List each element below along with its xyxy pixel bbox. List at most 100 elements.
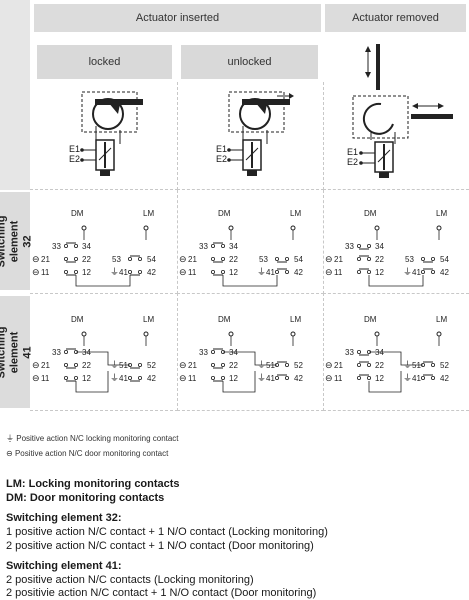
se32-locked-c33-pin-b [74, 243, 79, 248]
legend-door: ⊖ Positive action N/C door monitoring co… [6, 449, 168, 458]
se32-unlocked-n22: 22 [229, 255, 238, 264]
header-actuator-removed-label: Actuator removed [352, 12, 439, 24]
se32-removed-c33-pin-b [366, 243, 371, 248]
se41-cell-unlocked [177, 293, 324, 411]
se41-locked-c11-pin-a [64, 375, 69, 380]
locking-contact-icon: ⏚ [6, 434, 14, 443]
coil-e1-removed: E1 [347, 147, 359, 157]
se41-unlocked-n12: 12 [229, 374, 238, 383]
se32-removed-c41-pin-b [430, 269, 435, 274]
se41-locked-n21: 21 [41, 361, 50, 370]
se41-unlocked-c51-pin-b [284, 362, 289, 367]
se32-removed-lm-label: LM [436, 209, 447, 218]
coil-e1-locked: E1 [69, 144, 81, 154]
legend-locking: ⏚ Positive action N/C locking monitoring… [6, 433, 179, 444]
se32-locked-n22: 22 [82, 255, 91, 264]
se32-locked-n11: 11 [41, 268, 50, 277]
se41-unlocked-c21-pin-b [220, 362, 225, 367]
se41-locked-n12: 12 [82, 374, 91, 383]
se41-unlocked-n11: 11 [188, 374, 197, 383]
se41-removed-c41-pin-b [430, 375, 435, 380]
se32-removed-dm-label: DM [364, 209, 377, 218]
se41-locked-c11-pin-b [74, 375, 79, 380]
se32-locked-n21: 21 [41, 255, 50, 264]
se41-unlocked-n42: 42 [294, 374, 303, 383]
legend-locking-text: Positive action N/C locking monitoring c… [16, 434, 179, 443]
se41-removed-door-icon-11: ⊖ [325, 373, 333, 383]
se41-unlocked-lock-icon-41: ⏚ [257, 373, 266, 383]
se32-line1: 1 positive action N/C contact + 1 N/O co… [6, 526, 328, 538]
se41-locked-c21-pin-b [74, 362, 79, 367]
se32-locked-c11-pin-a [64, 269, 69, 274]
se41-unlocked-c11-pin-a [210, 375, 215, 380]
se41-locked-link-wire-bottom [75, 371, 109, 393]
se41-line2: 2 positivie action N/C contact + 1 N/O c… [6, 587, 317, 599]
se32-locked-lm-label: LM [143, 209, 154, 218]
se41-unlocked-door-icon-11: ⊖ [179, 373, 187, 383]
se41-unlocked-n52: 52 [294, 361, 303, 370]
se41-locked-n33: 33 [52, 348, 61, 357]
se41-removed-c33-pin-a [356, 349, 361, 354]
se32-unlocked-n41: 41 [266, 268, 275, 277]
header-actuator-inserted-label: Actuator inserted [135, 12, 220, 24]
se32-locked-c11-pin-b [74, 269, 79, 274]
se41-locked-lm-label: LM [143, 315, 154, 324]
se32-locked-n42: 42 [147, 268, 156, 277]
se41-removed-n41: 41 [412, 374, 421, 383]
se32-locked-c21-pin-b [74, 256, 79, 261]
se32-locked-n53: 53 [112, 255, 121, 264]
se32-unlocked-c41-pin-a [274, 269, 279, 274]
se41-removed-lock-icon-41: ⏚ [403, 373, 412, 383]
se41-removed-c21-pin-a [356, 362, 361, 367]
se32-line2: 2 positive action N/C contact + 1 N/O co… [6, 540, 314, 552]
se41-locked-c41-pin-b [137, 375, 142, 380]
se32-locked-n12: 12 [82, 268, 91, 277]
device-cell-removed: E1 E2 [323, 32, 469, 190]
se32-title: Switching element 32: [6, 512, 122, 524]
se41-removed-link-wire-bottom [368, 371, 402, 393]
se41-removed-c11-pin-a [356, 375, 361, 380]
se41-locked-n41: 41 [119, 374, 128, 383]
device-locked-illustration [80, 91, 143, 176]
se32-removed-n53: 53 [405, 255, 414, 264]
se41-unlocked-door-icon-21: ⊖ [179, 360, 187, 370]
se41-removed-door-icon-21: ⊖ [325, 360, 333, 370]
se32-unlocked-c21-pin-a [210, 256, 215, 261]
se41-locked-dm-label: DM [71, 315, 84, 324]
se32-unlocked-dm-actuator [228, 225, 234, 231]
se41-line1: 2 positive action N/C contacts (Locking … [6, 574, 254, 586]
se41-locked-n34: 34 [82, 348, 91, 357]
coil-e2-unlocked: E2 [216, 154, 228, 164]
se41-removed-lm-label: LM [436, 315, 447, 324]
se32-removed-c53-pin-b [430, 256, 435, 261]
se32-unlocked-lm-actuator [290, 225, 296, 231]
se32-removed-dm-actuator [374, 225, 380, 231]
se41-removed-n12: 12 [375, 374, 384, 383]
se32-unlocked-n12: 12 [229, 268, 238, 277]
se32-locked-n34: 34 [82, 242, 91, 251]
se32-cell-unlocked [177, 190, 324, 294]
row-label-se41: Switching element 41 [0, 296, 34, 408]
se41-locked-c33-pin-a [64, 349, 69, 354]
se32-locked-dm-label: DM [71, 209, 84, 218]
se32-removed-lock-icon-41: ⏚ [403, 267, 412, 277]
se32-unlocked-c53-pin-b [284, 256, 289, 261]
row-label-se32: Switching element 32 [0, 192, 34, 290]
se41-locked-c41-pin-a [127, 375, 132, 380]
se41-unlocked-c11-pin-b [220, 375, 225, 380]
se41-unlocked-dm-label: DM [218, 315, 231, 324]
se32-removed-lm-actuator [436, 225, 442, 231]
se41-removed-n42: 42 [440, 374, 449, 383]
se32-removed-c41-pin-a [420, 269, 425, 274]
device-cell-locked: E1 E2 [30, 82, 178, 190]
se41-locked-link-wire-top [76, 351, 130, 366]
se41-locked-n22: 22 [82, 361, 91, 370]
se32-removed-door-icon-21: ⊖ [325, 254, 333, 264]
se32-locked-c41-pin-a [127, 269, 132, 274]
se32-removed-c11-pin-a [356, 269, 361, 274]
device-removed-illustration [352, 44, 453, 178]
se32-locked-c33-pin-a [64, 243, 69, 248]
se41-removed-c11-pin-b [366, 375, 371, 380]
se41-title: Switching element 41: [6, 560, 122, 572]
